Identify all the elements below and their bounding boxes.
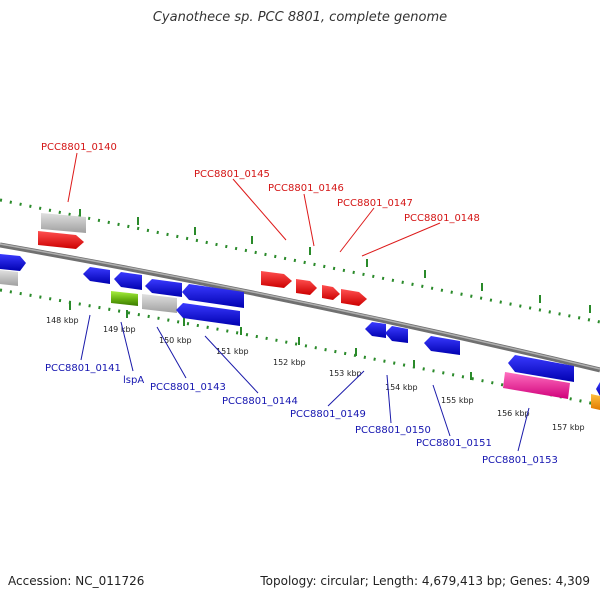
kbp-label: 151 kbp [216, 347, 249, 356]
gene-label: PCC8801_0144 [222, 396, 298, 407]
gene-reverse [0, 254, 26, 271]
kbp-labels: 148 kbp 149 kbp 150 kbp 151 kbp 152 kbp … [46, 316, 585, 432]
map-title: Cyanothece sp. PCC 8801, complete genome [152, 10, 448, 25]
kbp-label: 148 kbp [46, 316, 79, 325]
gene-label: PCC8801_0151 [416, 438, 492, 449]
forward-genes [38, 231, 367, 306]
rna-feature [142, 294, 177, 313]
gene-label: lspA [123, 375, 144, 386]
gene-reverse [176, 303, 240, 326]
gene-label: PCC8801_0147 [337, 198, 413, 209]
rna-feature [503, 372, 570, 399]
rna-feature [111, 291, 138, 306]
outer-major-ticks [79, 209, 591, 313]
kbp-label: 150 kbp [159, 336, 192, 345]
gene-reverse [385, 326, 408, 343]
gene-label: PCC8801_0145 [194, 169, 270, 180]
reverse-labels: PCC8801_0141 lspA PCC8801_0143 PCC8801_0… [45, 363, 558, 466]
rna-feature [0, 270, 18, 286]
gene-label: PCC8801_0141 [45, 363, 121, 374]
gene-label: PCC8801_0153 [482, 455, 558, 466]
gene-label: PCC8801_0146 [268, 183, 344, 194]
gene-label: PCC8801_0143 [150, 382, 226, 393]
gene-reverse [182, 284, 244, 308]
kbp-label: 153 kbp [329, 369, 362, 378]
reverse-genes [0, 254, 600, 396]
rna-feature [41, 213, 86, 233]
gene-reverse [114, 272, 142, 290]
gene-label: PCC8801_0140 [41, 142, 117, 153]
gene-PCC8801_0140 [38, 231, 84, 249]
kbp-label: 156 kbp [497, 409, 530, 418]
genome-summary-text: Topology: circular; Length: 4,679,413 bp… [260, 574, 590, 588]
gene-PCC8801_0145 [261, 271, 292, 288]
gene-label: PCC8801_0148 [404, 213, 480, 224]
gene-PCC8801_0148 [341, 289, 367, 306]
rna-feature [591, 394, 600, 410]
kbp-label: 155 kbp [441, 396, 474, 405]
rna-features [0, 213, 600, 410]
gene-reverse [508, 355, 574, 382]
gene-reverse [596, 382, 600, 396]
kbp-label: 152 kbp [273, 358, 306, 367]
kbp-label: 154 kbp [385, 383, 418, 392]
gene-label: PCC8801_0150 [355, 425, 431, 436]
kbp-label: 149 kbp [103, 325, 136, 334]
reverse-leader-lines [80, 314, 530, 452]
gene-reverse [145, 279, 182, 297]
accession-text: Accession: NC_011726 [8, 574, 145, 588]
gene-label: PCC8801_0149 [290, 409, 366, 420]
gene-PCC8801_0147 [322, 285, 340, 300]
forward-leader-lines [67, 152, 441, 257]
forward-labels: PCC8801_0140 PCC8801_0145 PCC8801_0146 P… [41, 142, 480, 224]
gene-PCC8801_0146 [296, 279, 317, 295]
kbp-label: 157 kbp [552, 423, 585, 432]
gene-reverse [424, 336, 460, 355]
genome-backbone [0, 242, 600, 373]
gene-reverse [83, 267, 110, 284]
gene-reverse [365, 322, 386, 338]
